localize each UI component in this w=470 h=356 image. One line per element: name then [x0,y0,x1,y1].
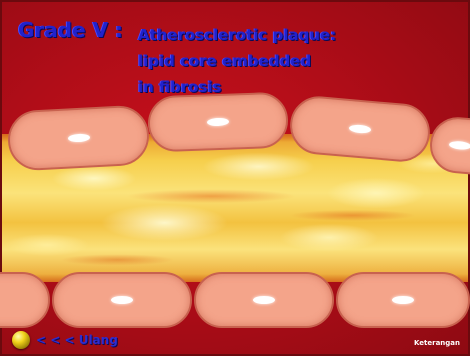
grade-label: Grade V : [18,20,123,40]
cell-nucleus [392,296,414,304]
cell-nucleus [111,296,133,304]
endothelial-cell [7,104,151,171]
cell-nucleus [207,118,229,127]
repeat-button-label: < < < Ulang [36,333,118,347]
grade-description: Atherosclerotic plaque: lipid core embed… [138,22,398,100]
description-line-2: lipid core embedded [138,48,398,74]
endothelial-cell [336,272,470,328]
cell-nucleus [349,124,372,134]
repeat-button[interactable]: < < < Ulang [12,330,118,350]
cell-nucleus [253,296,275,304]
endothelial-cell [194,272,334,328]
endothelial-cell [0,272,50,328]
description-line-1: Atherosclerotic plaque: [138,22,398,48]
endothelial-cell [147,92,289,153]
description-line-3: in fibrosis [138,74,398,100]
yellow-ball-icon [12,331,30,349]
endothelial-cell [52,272,192,328]
cell-nucleus [449,140,470,150]
cell-nucleus [67,133,89,142]
info-link[interactable]: Keterangan [414,339,460,347]
